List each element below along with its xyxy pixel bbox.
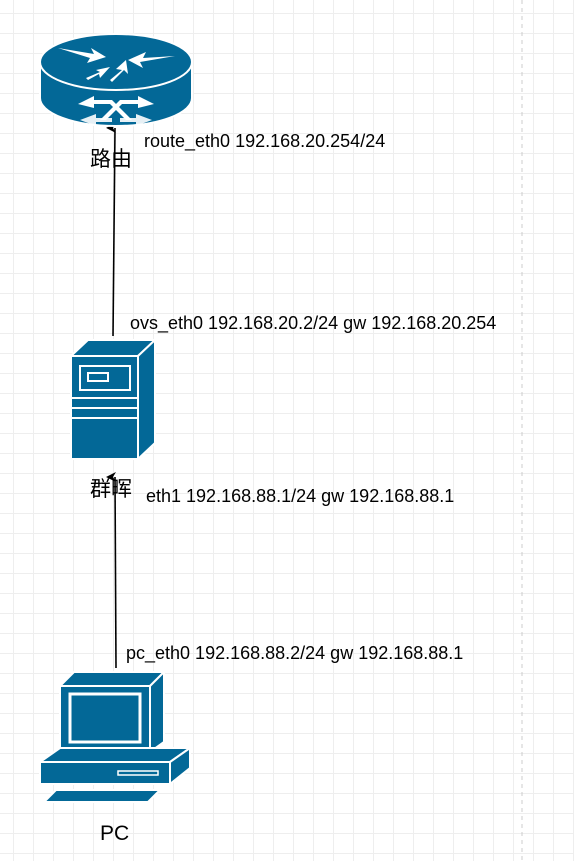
- server-upper-iface-label[interactable]: ovs_eth0 192.168.20.2/24 gw 192.168.20.2…: [130, 313, 497, 333]
- connector-server-to-router[interactable]: [106, 123, 117, 337]
- server-tower-icon[interactable]: [68, 337, 158, 462]
- desktop-computer-icon[interactable]: [36, 669, 194, 803]
- connector-pc-to-server[interactable]: [106, 471, 117, 669]
- router-name-label[interactable]: 路由: [90, 147, 132, 171]
- router-icon[interactable]: [39, 33, 193, 127]
- pc-iface-label[interactable]: pc_eth0 192.168.88.2/24 gw 192.168.88.1: [126, 643, 464, 663]
- pc-name-label[interactable]: PC: [100, 822, 130, 845]
- router-iface-label[interactable]: route_eth0 192.168.20.254/24: [144, 131, 386, 151]
- server-name-label[interactable]: 群晖: [90, 477, 132, 501]
- server-lower-iface-label[interactable]: eth1 192.168.88.1/24 gw 192.168.88.1: [146, 486, 455, 506]
